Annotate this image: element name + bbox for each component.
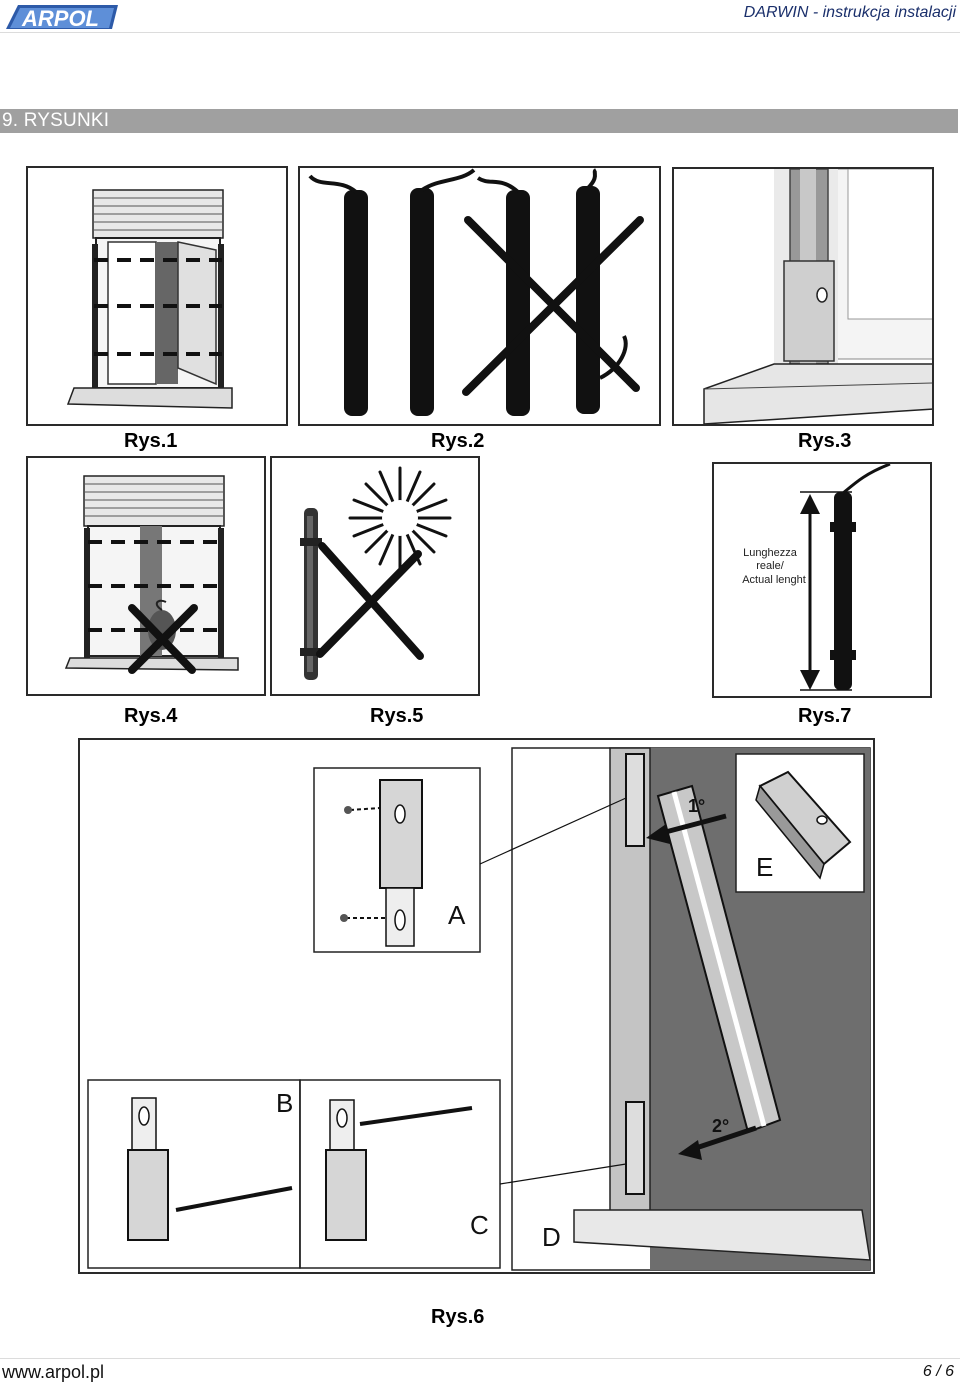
figure-rys4 xyxy=(26,456,266,696)
svg-text:1°: 1° xyxy=(688,796,705,816)
caption-rys4: Rys.4 xyxy=(124,705,178,727)
svg-text:A: A xyxy=(448,900,466,930)
svg-text:reale/: reale/ xyxy=(756,560,784,572)
caption-rys2: Rys.2 xyxy=(431,430,485,452)
svg-text:B: B xyxy=(276,1088,293,1118)
footer-url[interactable]: www.arpol.pl xyxy=(2,1362,105,1382)
figure-rys7: Lunghezza reale/ Actual lenght xyxy=(712,462,932,698)
svg-text:D: D xyxy=(542,1222,561,1252)
header-divider xyxy=(0,32,960,33)
svg-text:ARPOL: ARPOL xyxy=(21,6,99,30)
svg-text:Actual lenght: Actual lenght xyxy=(742,574,806,586)
document-title: DARWIN - instrukcja instalacji xyxy=(743,4,956,21)
caption-rys5: Rys.5 xyxy=(370,705,424,727)
figure-rys5 xyxy=(270,456,480,696)
caption-rys3: Rys.3 xyxy=(798,430,852,452)
figure-rys3 xyxy=(672,167,934,426)
figure-rys1 xyxy=(26,166,288,426)
caption-rys7: Rys.7 xyxy=(798,705,852,727)
footer-divider xyxy=(0,1358,960,1359)
caption-rys6: Rys.6 xyxy=(431,1306,485,1328)
arpol-logo: ARPOL xyxy=(6,5,118,30)
caption-rys1: Rys.1 xyxy=(124,430,178,452)
svg-text:E: E xyxy=(756,852,773,882)
svg-text:C: C xyxy=(470,1210,489,1240)
figure-rys2 xyxy=(298,166,661,426)
section-bar xyxy=(0,109,958,133)
figure-rys6: 1° 2° D E A B C xyxy=(78,738,875,1274)
svg-text:Lunghezza: Lunghezza xyxy=(743,547,798,559)
page-number: 6 / 6 xyxy=(922,1363,954,1380)
svg-text:2°: 2° xyxy=(712,1116,729,1136)
section-title: 9. RYSUNKI xyxy=(2,110,110,131)
